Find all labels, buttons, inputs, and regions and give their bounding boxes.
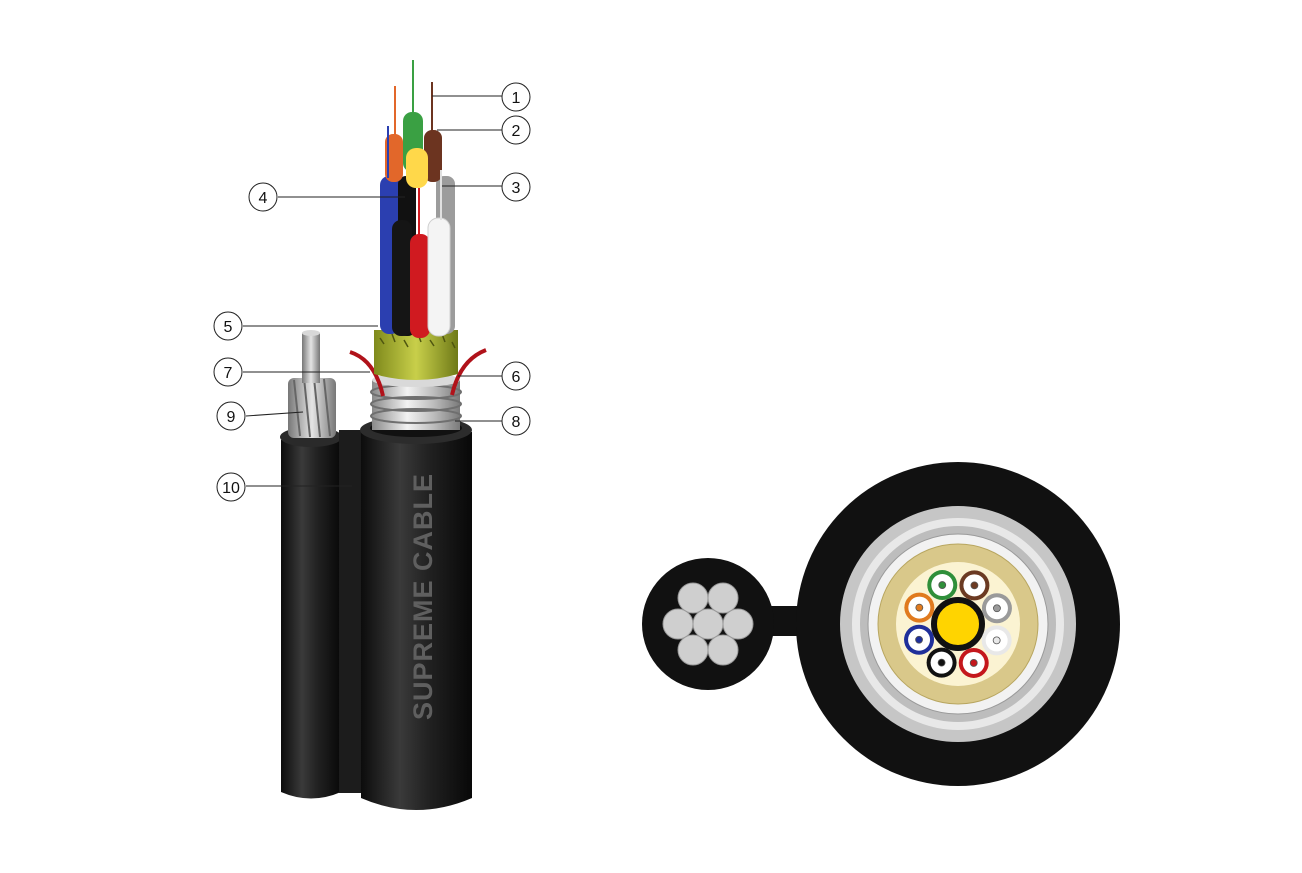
callout-leaders [243,95,502,487]
cross-section-tubes [904,570,1012,678]
cable-cross-section [642,462,1120,786]
cross-section-tube [904,624,935,655]
optical-fibers [387,60,442,236]
svg-text:7: 7 [224,365,233,382]
callout-1: 1 [501,82,531,112]
cable-3d-view: SUPREME CABLE [213,60,531,810]
central-strength-member [931,597,985,651]
svg-text:3: 3 [512,180,521,197]
cross-section-tube [958,647,989,678]
svg-text:5: 5 [224,319,233,336]
svg-text:8: 8 [512,414,521,431]
cross-section-tube [981,625,1012,656]
web-connector [339,430,363,793]
tube-red [410,234,430,338]
messenger-wires [662,582,754,666]
svg-text:6: 6 [512,369,521,386]
aramid-yarn [374,330,458,380]
callout-2: 2 [501,115,531,145]
svg-text:4: 4 [259,190,268,207]
callout-9: 9 [216,401,246,431]
callout-7: 7 [213,357,243,387]
central-member [406,148,428,188]
steel-tape [370,373,462,430]
callout-10: 10 [216,472,246,502]
cross-section-tube [926,647,957,678]
main-jacket [361,432,472,810]
tube-white [427,217,451,337]
tube-brown [424,130,442,182]
svg-text:10: 10 [222,480,240,497]
cross-section-tube [981,593,1012,624]
callout-8: 8 [501,406,531,436]
callout-5: 5 [213,311,243,341]
cross-section-tube [904,592,935,623]
tube-orange [385,134,403,182]
tube-black [392,220,412,336]
messenger-jacket [281,440,341,799]
svg-text:1: 1 [512,90,521,107]
callout-6: 6 [501,361,531,391]
cross-section-tube [959,570,990,601]
callout-4: 4 [248,182,278,212]
brand-print: SUPREME CABLE [408,473,438,720]
ripcord-left [349,350,385,397]
ripcord-right [450,348,487,396]
loose-tubes [380,112,455,338]
svg-text:9: 9 [227,409,236,426]
cross-section-tube [927,570,958,601]
callout-3: 3 [501,172,531,202]
messenger-strands [288,330,336,438]
svg-text:2: 2 [512,123,521,140]
